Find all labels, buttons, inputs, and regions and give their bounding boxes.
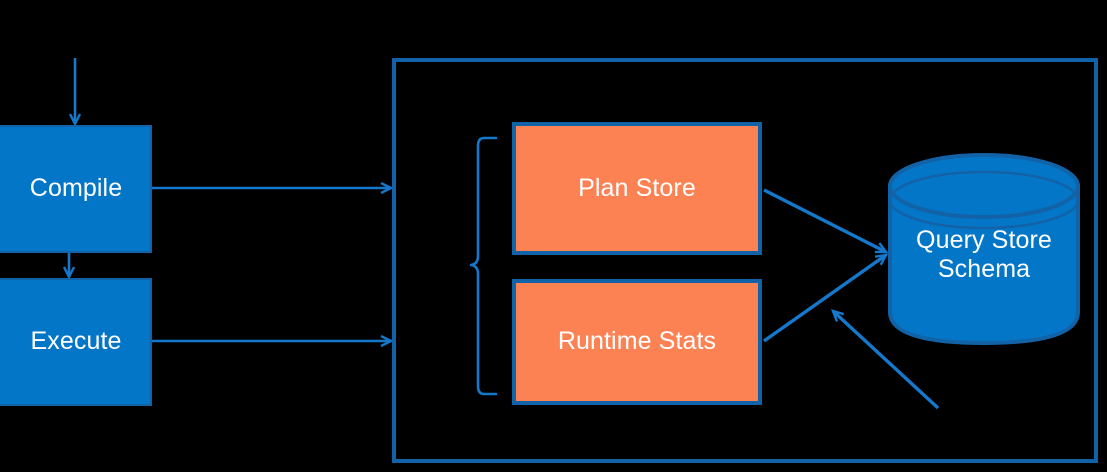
node-compile[interactable] xyxy=(0,125,152,253)
node-query-store-schema[interactable] xyxy=(888,153,1080,346)
connector-runtime-stats-to-schema xyxy=(763,255,886,343)
node-runtime-stats[interactable] xyxy=(512,279,762,405)
store-group-brace xyxy=(469,136,498,396)
node-plan-store[interactable] xyxy=(512,122,762,255)
connector-external-to-schema xyxy=(833,311,940,410)
connector-plan-store-to-schema xyxy=(763,188,886,254)
node-execute[interactable] xyxy=(0,278,152,406)
query-store-boundary xyxy=(392,58,1098,463)
